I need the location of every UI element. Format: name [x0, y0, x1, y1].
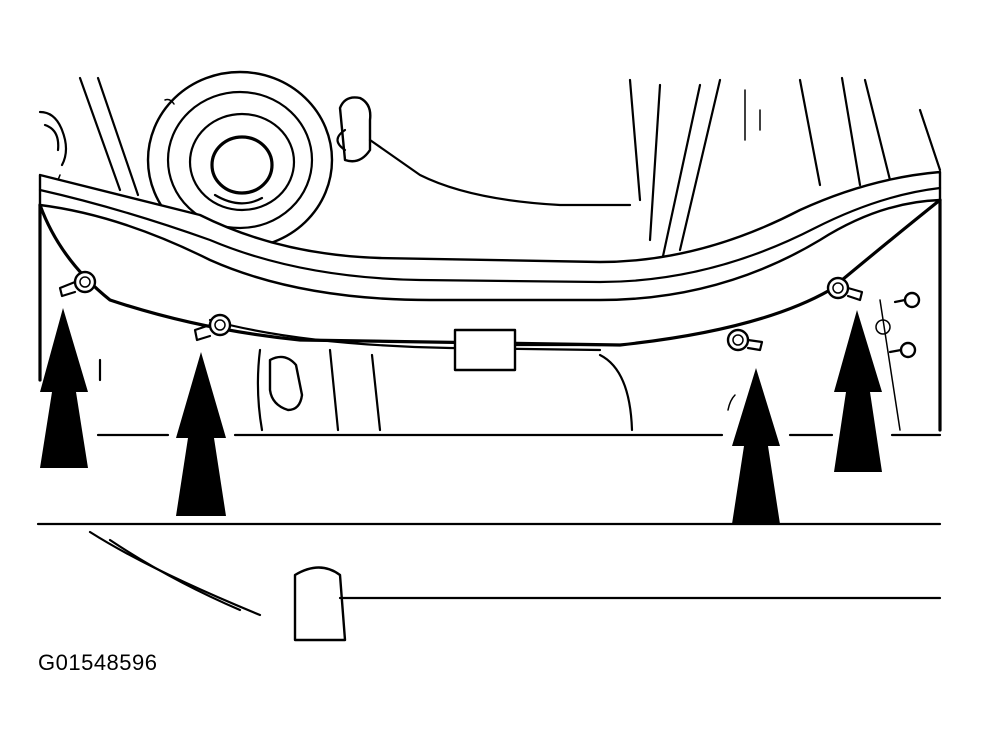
bolt-icon [58, 270, 97, 298]
bolt-icon [893, 291, 921, 309]
arrow-up-icon [40, 308, 88, 468]
bolt-icon [888, 341, 917, 359]
pointer-arrows [40, 308, 882, 524]
subframe-body [38, 198, 942, 432]
strut-mount [146, 70, 334, 250]
bolt-icon [826, 276, 864, 302]
ground-lines [36, 433, 942, 642]
arrow-up-icon [732, 368, 780, 524]
upper-bracket [336, 96, 632, 207]
bolt-icon [193, 313, 232, 342]
body-structure-lines [38, 76, 942, 272]
arrow-up-icon [834, 310, 882, 472]
crossmember [38, 170, 942, 302]
bolt-icon [726, 328, 764, 352]
arrow-up-icon [176, 352, 226, 516]
figure-code: G01548596 [38, 650, 158, 675]
bolts [58, 270, 921, 359]
